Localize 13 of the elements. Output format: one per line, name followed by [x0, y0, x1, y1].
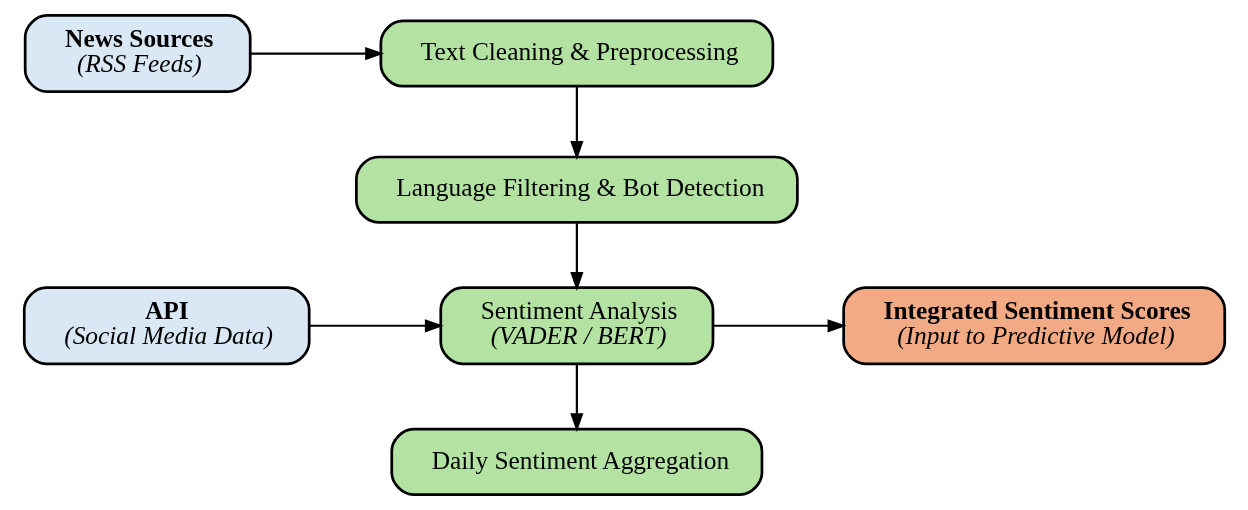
node-box: API (Social Media Data): [22, 286, 311, 366]
node-box: Integrated Sentiment Scores (Input to Predictive Model): [841, 286, 1226, 366]
node-box: Text Cleaning & Preprocessing: [379, 19, 774, 88]
node-box: News Sources (RSS Feeds): [23, 14, 252, 94]
arrow: [250, 46, 384, 61]
node-box: Daily Sentiment Aggregation: [389, 427, 763, 496]
arrow: [308, 319, 444, 333]
arrow: [569, 222, 583, 291]
arrow: [569, 364, 583, 433]
node-box: Sentiment Analysis (VADER / BERT): [438, 286, 714, 366]
node-box: Language Filtering & Bot Detection: [354, 155, 799, 224]
arrow: [713, 319, 846, 333]
arrow: [569, 86, 583, 160]
